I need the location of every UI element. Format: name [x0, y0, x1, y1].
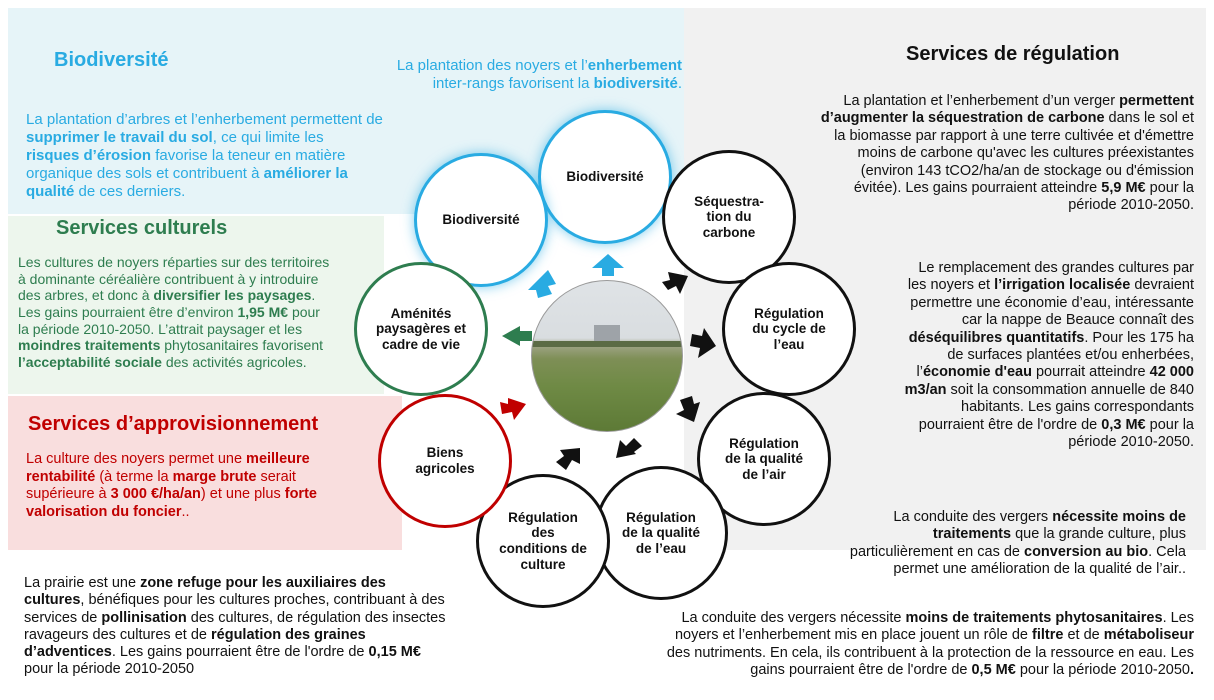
arrow-crop-conditions	[556, 448, 580, 470]
arrow-up-blue	[592, 254, 624, 276]
biodiversity-description: La plantation d’arbres et l’enherbement …	[26, 111, 383, 200]
arrow-goods	[500, 398, 526, 420]
arrow-blue-left	[528, 270, 556, 298]
supply-title: Services d’approvisionnement	[28, 413, 319, 435]
circle-biodiversity-top: Biodiversité	[538, 110, 672, 244]
arrow-amenities	[502, 326, 532, 346]
supply-panel-bg	[8, 396, 402, 550]
cultural-description: Les cultures de noyers réparties sur des…	[18, 254, 330, 370]
refuge-description: La prairie est une zone refuge pour les …	[24, 575, 446, 678]
circle-water-quality: Régulation de la qualité de l’eau	[594, 466, 728, 600]
circle-water-cycle: Régulation du cycle de l’eau	[722, 262, 856, 396]
circle-agricultural-goods: Biens agricoles	[378, 394, 512, 528]
biodiversity-title: Biodiversité	[54, 49, 169, 71]
arrow-air	[676, 396, 700, 422]
water-cycle-description: Le remplacement des grandes cultures par…	[904, 260, 1194, 450]
photo-tree-line	[532, 341, 682, 347]
circle-amenities: Aménités paysagères et cadre de vie	[354, 262, 488, 396]
air-description: La conduite des vergers nécessite moins …	[849, 509, 1186, 578]
arrow-water-cycle	[690, 328, 716, 358]
cultural-title: Services culturels	[56, 217, 228, 239]
circle-carbon-sequestration: Séquestra-tion du carbone	[662, 150, 796, 284]
supply-description: La culture des noyers permet une meilleu…	[26, 451, 317, 521]
biodiversity-intro: La plantation des noyers et l’enherbemen…	[396, 57, 682, 92]
cultural-panel-bg	[8, 216, 384, 394]
arrow-water-quality	[616, 438, 642, 458]
center-landscape-photo	[531, 280, 683, 432]
regulation-title: Services de régulation	[906, 43, 1120, 65]
arrow-carbon	[662, 272, 688, 294]
water-quality-description: La conduite des vergers nécessite moins …	[666, 610, 1194, 679]
carbon-description: La plantation et l’enherbement d’un verg…	[820, 93, 1194, 214]
